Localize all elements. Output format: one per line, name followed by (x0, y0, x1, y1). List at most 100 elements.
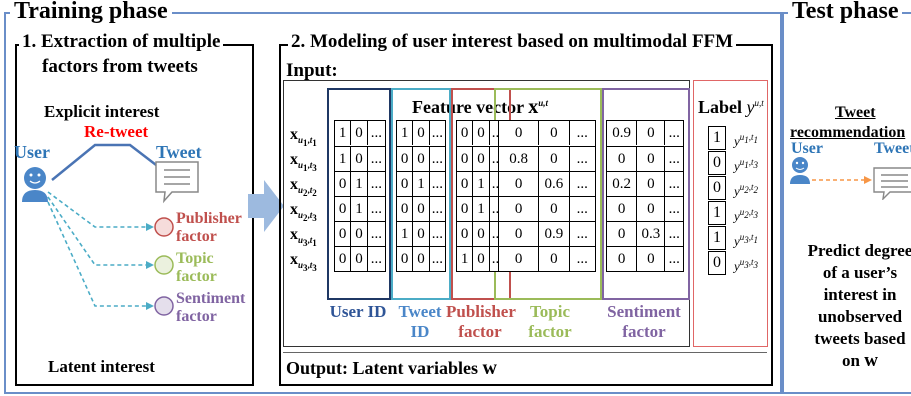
matrix-cell: ... (664, 147, 683, 171)
label-name: yu2,t2 (734, 182, 759, 199)
matrix-cell: ... (366, 121, 385, 145)
matrix-cell: ... (568, 197, 595, 221)
label-name: yu2,t3 (734, 207, 759, 224)
sentiment-group (602, 88, 690, 300)
matrix-cell: 0 (412, 197, 428, 221)
matrix-cell: 0 (460, 151, 469, 167)
tweet-icon (155, 161, 199, 204)
matrix-cell: 0 (460, 125, 469, 141)
matrix-cell: ... (664, 121, 683, 145)
matrix-cell: 0.2 (612, 176, 631, 192)
user-id-group (327, 88, 391, 300)
matrix-cell: 0 (617, 151, 626, 167)
matrix-cell: 0 (636, 172, 664, 196)
matrix-cell: 0 (400, 251, 409, 267)
test-graphic (790, 157, 911, 200)
matrix-cell: ... (568, 121, 595, 145)
tweet-id-group (391, 88, 451, 300)
predict-text: Predict degree of a user’s interest in u… (807, 241, 911, 371)
matrix-row: 0.2 0... (607, 171, 683, 196)
user-label: User (14, 142, 50, 162)
label-value: 1 (708, 201, 726, 225)
latent-interest-label: Latent interest (48, 357, 155, 376)
sentiment-factor-icon (154, 296, 174, 316)
matrix-cell: 0.3 (636, 222, 664, 246)
matrix-cell: ... (366, 147, 385, 171)
label-value: 1 (708, 226, 726, 250)
test-tweet-icon (873, 167, 911, 200)
row-label: xu2,t3 (290, 201, 317, 223)
explicit-interest-label: Explicit interest (44, 102, 160, 121)
matrix-cell: ... (568, 247, 595, 271)
matrix-cell: 0 (400, 151, 409, 167)
matrix-cell: 0 (538, 247, 568, 271)
matrix-cell: 0 (460, 176, 469, 192)
big-right-arrow (248, 180, 284, 232)
matrix-cell: ... (488, 247, 505, 271)
matrix-cell: 0 (617, 201, 626, 217)
matrix-cell: 0 (412, 247, 428, 271)
matrix-cell: ... (488, 222, 505, 246)
matrix-cell: 0 (636, 121, 664, 145)
matrix-cell: 0 (514, 125, 523, 141)
matrix-cell: 0 (617, 226, 626, 242)
topic-factor-icon (154, 255, 174, 275)
matrix-cell: 1 (472, 197, 488, 221)
matrix-cell: 0 (514, 226, 523, 242)
matrix-cell: 0 (350, 247, 366, 271)
test-user-icon (790, 157, 810, 184)
row-label: xu3,t1 (290, 226, 317, 248)
label-name: yu3,t1 (734, 232, 759, 249)
extraction-title-line2: factors from tweets (42, 56, 198, 77)
matrix-cell: 0 (636, 147, 664, 171)
matrix-cell: 0 (514, 176, 523, 192)
retweet-arrow (51, 143, 161, 181)
matrix-cell: ... (428, 121, 445, 145)
matrix-cell: ... (366, 222, 385, 246)
matrix-cell: 0 (338, 251, 347, 267)
label-value: 0 (708, 151, 726, 175)
test-user-label: User (791, 140, 823, 157)
label-name: yu1,t3 (734, 157, 759, 174)
matrix-cell: ... (664, 197, 683, 221)
matrix-cell: ... (366, 197, 385, 221)
matrix-cell: 1 (350, 197, 366, 221)
publisher-matrix: 00...00...01...01...00...10... (456, 120, 506, 272)
label-name: yu1,t1 (734, 132, 759, 149)
matrix-cell: ... (488, 121, 505, 145)
input-label: Input: (286, 60, 338, 81)
matrix-cell: 1 (338, 125, 347, 141)
matrix-cell: 0 (538, 147, 568, 171)
matrix-cell: ... (664, 172, 683, 196)
retweet-label: Re-tweet (84, 122, 149, 141)
output-divider (283, 352, 767, 353)
modeling-title: 2. Modeling of user interest based on mu… (288, 31, 737, 53)
label-title: Label yu,t (698, 97, 764, 117)
user-id-label: User ID (329, 302, 387, 321)
matrix-cell: ... (568, 172, 595, 196)
matrix-cell: ... (488, 172, 505, 196)
matrix-cell: 1 (412, 172, 428, 196)
matrix-cell: 0 (350, 147, 366, 171)
matrix-cell: 0.6 (538, 172, 568, 196)
matrix-cell: 0.9 (538, 222, 568, 246)
